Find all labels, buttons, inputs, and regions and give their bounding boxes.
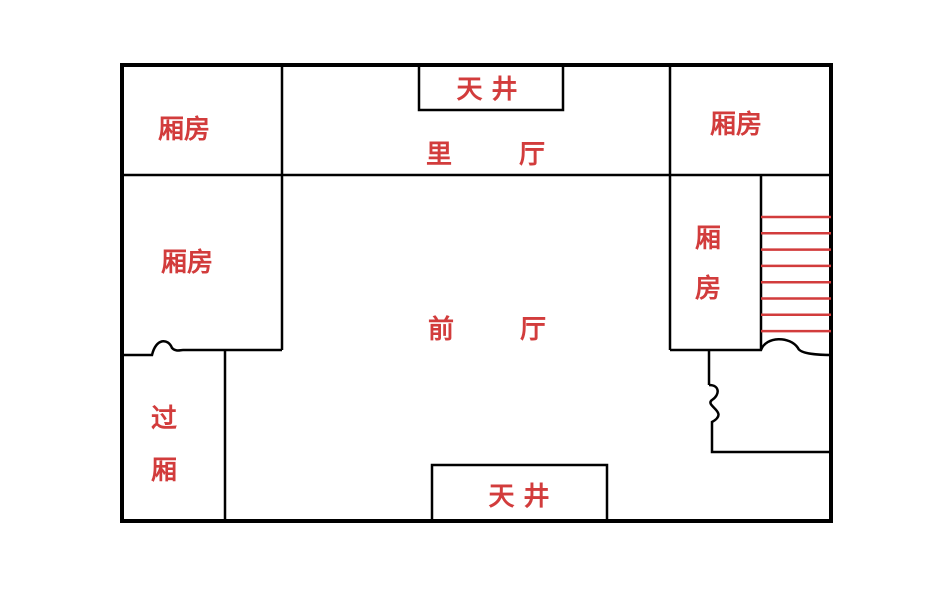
inner-hall-label-2: 厅 [519,140,545,170]
interior-walls [122,65,832,521]
room-top-left-label: 厢房 [158,115,210,145]
staircase [761,215,831,333]
skywell-top-label: 天 井 [456,75,517,105]
room-right-label-1: 厢 [695,224,721,254]
outer-wall [120,63,833,523]
room-right-label-2: 房 [695,274,721,304]
passage-label-1: 过 [151,404,177,434]
front-hall-label-2: 厅 [520,315,546,345]
room-mid-left-label: 厢房 [161,248,213,278]
inner-hall-label-1: 里 [426,140,452,170]
skywell-bottom-label: 天 井 [488,482,549,512]
front-hall-label-1: 前 [428,314,454,345]
room-top-right-label: 厢房 [710,110,762,140]
passage-label-2: 厢 [151,456,177,486]
